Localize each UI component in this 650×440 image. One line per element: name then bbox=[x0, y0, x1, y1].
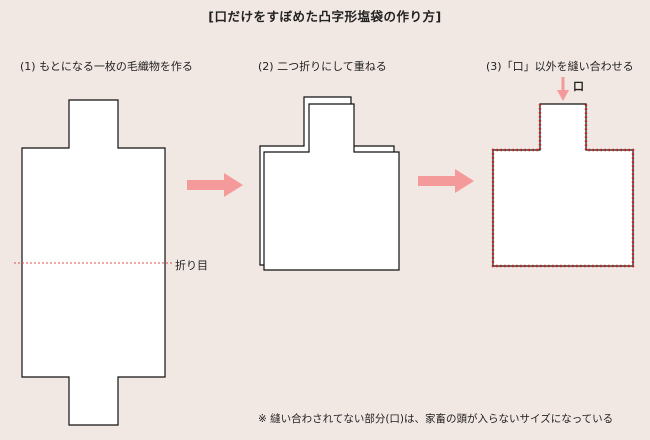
mouth-label: 口 bbox=[573, 80, 584, 93]
footnote: ※ 縫い合わされてない部分(口)は、家畜の頭が入らないサイズになっている bbox=[258, 413, 614, 425]
stitch-line bbox=[491, 104, 635, 268]
fold-line-label: 折り目 bbox=[175, 259, 208, 272]
sewn-bag bbox=[492, 103, 634, 267]
step-1-label: (1) もとになる一枚の毛織物を作る bbox=[20, 60, 193, 73]
diagram-title: [口だけをすぼめた凸字形塩袋の作り方] bbox=[208, 9, 442, 24]
step-3-label: (3)「口」以外を縫い合わせる bbox=[486, 60, 634, 73]
arrow-2 bbox=[418, 169, 474, 193]
step-2-label: (2) 二つ折りにして重ねる bbox=[258, 60, 387, 73]
mouth-arrow-head bbox=[557, 90, 569, 101]
folded-cloth-front bbox=[263, 103, 400, 271]
unfolded-cloth bbox=[21, 99, 166, 426]
arrow-1 bbox=[187, 173, 243, 197]
